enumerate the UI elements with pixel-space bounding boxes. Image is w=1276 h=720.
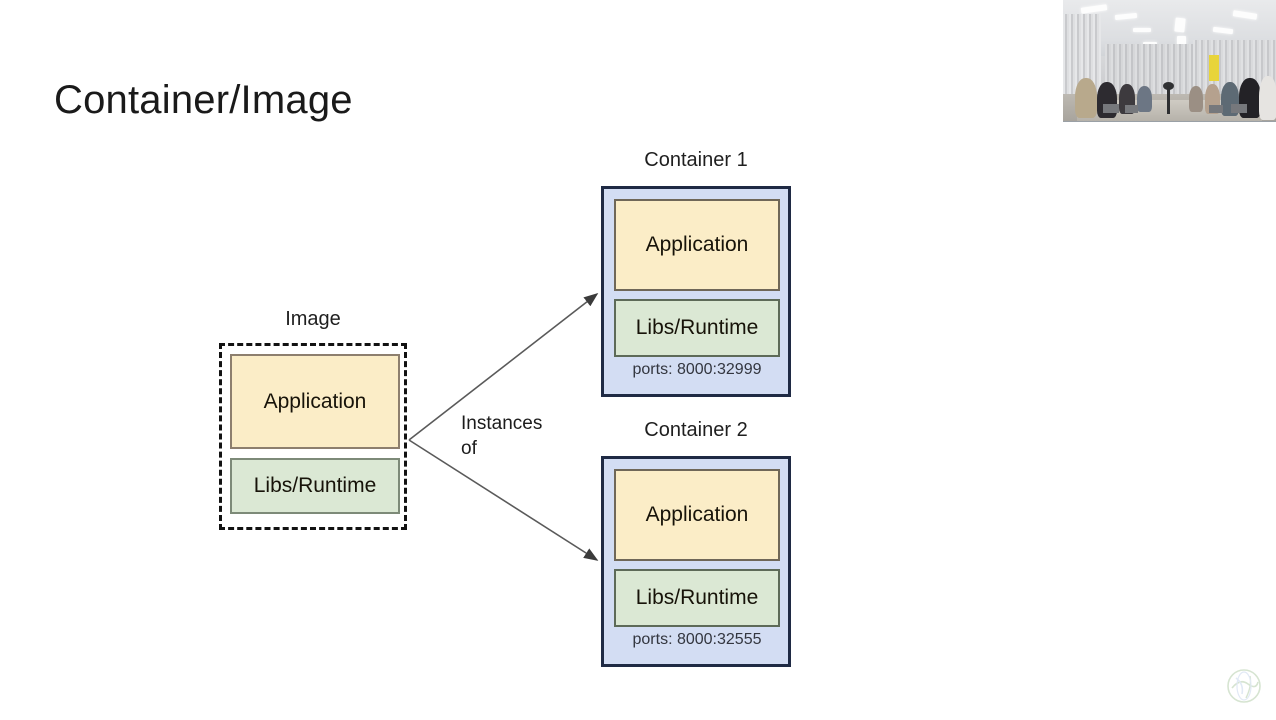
webcam-ceiling-light	[1143, 42, 1157, 45]
webcam-person	[1259, 76, 1276, 120]
webcam-person	[1075, 78, 1097, 118]
container-1-libs-runtime-label: Libs/Runtime	[635, 316, 759, 339]
container-2-ports-label: ports: 8000:32555	[632, 631, 762, 648]
webcam-ceiling-light	[1133, 28, 1151, 32]
circular-globe-logo	[1227, 669, 1261, 703]
image-application-layer: Application	[230, 354, 400, 449]
instances-of-line-1: Instances	[461, 413, 543, 434]
webcam-ceiling-light	[1177, 36, 1186, 47]
webcam-overlay	[1063, 0, 1276, 122]
image-libs-runtime-label: Libs/Runtime	[253, 474, 377, 497]
image-application-label: Application	[263, 389, 367, 413]
webcam-ceiling-light	[1174, 17, 1186, 33]
container-1-libs-runtime-layer: Libs/Runtime	[614, 299, 780, 357]
webcam-laptop	[1103, 104, 1119, 113]
container-1-box: Application Libs/Runtime ports: 8000:329…	[601, 186, 791, 397]
webcam-laptop	[1209, 105, 1223, 113]
container-2-caption: Container 2	[644, 419, 748, 441]
container-1-application-label: Application	[645, 233, 749, 256]
webcam-yellow-panel	[1209, 55, 1219, 81]
page-title: Container/Image	[54, 78, 353, 122]
container-2-application-layer: Application	[614, 469, 780, 561]
container-2-box: Application Libs/Runtime ports: 8000:325…	[601, 456, 791, 667]
image-group-caption: Image	[285, 308, 341, 330]
webcam-laptop	[1231, 104, 1247, 113]
instances-of-line-2: of	[461, 438, 477, 459]
container-1-application-layer: Application	[614, 199, 780, 291]
image-libs-runtime-layer: Libs/Runtime	[230, 458, 400, 514]
container-2-libs-runtime-label: Libs/Runtime	[635, 586, 759, 609]
instances-of-annotation: Instances of	[461, 411, 556, 461]
container-2-application-label: Application	[645, 503, 749, 526]
webcam-microphone-stand	[1167, 86, 1170, 114]
container-2-libs-runtime-layer: Libs/Runtime	[614, 569, 780, 627]
container-1-ports-label: ports: 8000:32999	[632, 361, 762, 378]
container-1-caption: Container 1	[644, 149, 748, 171]
image-group: Application Libs/Runtime	[219, 343, 407, 530]
webcam-person	[1137, 86, 1152, 112]
webcam-person	[1189, 86, 1203, 112]
webcam-laptop	[1125, 105, 1138, 113]
